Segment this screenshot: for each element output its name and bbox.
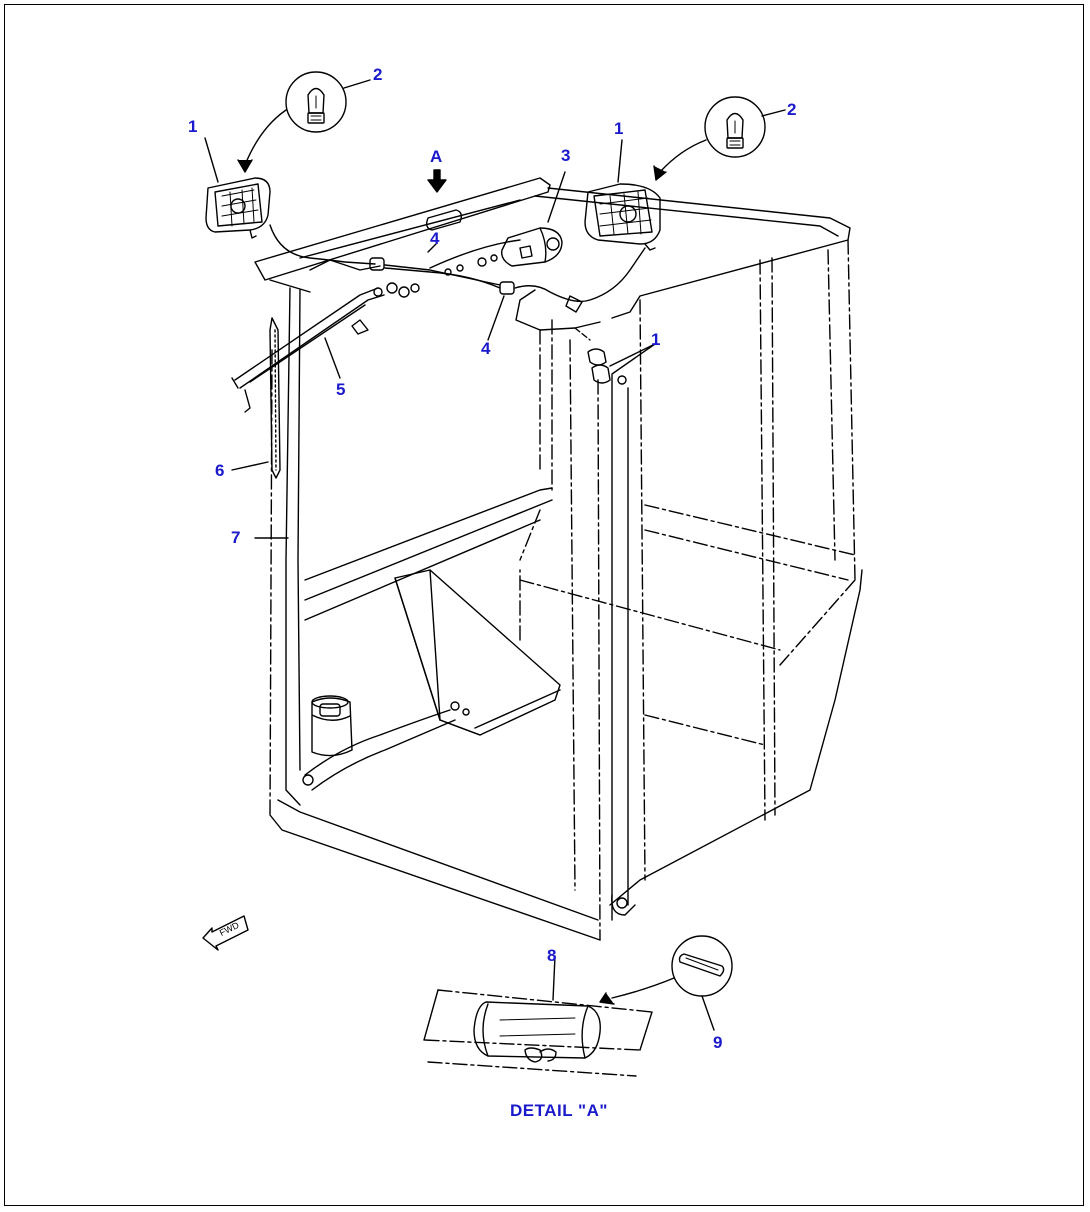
callout-7-washer-hose: 7 bbox=[231, 528, 241, 547]
cab-console bbox=[394, 569, 561, 736]
detail-a-caption: DETAIL "A" bbox=[510, 1101, 608, 1120]
upper-harness bbox=[269, 171, 646, 303]
callout-2-left-bulb: 2 bbox=[373, 65, 383, 84]
callout-6-wiper-blade: 6 bbox=[215, 461, 225, 480]
callout-1-pillar-lamp: 1 bbox=[651, 330, 661, 349]
detail-a-fuse-box bbox=[423, 955, 653, 1077]
callout-9-fuse: 9 bbox=[713, 1033, 723, 1052]
callout-1-right-lamp: 1 bbox=[614, 119, 624, 138]
callout-4-lower: 4 bbox=[481, 339, 491, 358]
view-arrow-a bbox=[427, 169, 447, 193]
pillar-lamps bbox=[565, 295, 656, 385]
callout-a-view: A bbox=[430, 147, 443, 166]
callout-5-wiper-arm: 5 bbox=[336, 380, 346, 399]
fuse-detail bbox=[599, 935, 733, 1031]
diagram-frame bbox=[4, 4, 1084, 1206]
bulb-detail-left bbox=[237, 71, 371, 173]
fwd-arrow bbox=[202, 915, 249, 951]
washer-tank bbox=[302, 695, 470, 791]
callout-1-left-lamp: 1 bbox=[188, 117, 198, 136]
cab-frame bbox=[269, 239, 863, 941]
wiper-blade bbox=[269, 317, 281, 479]
leader-lines bbox=[231, 295, 505, 539]
left-work-lamp bbox=[204, 137, 271, 239]
bulb-detail-right bbox=[653, 96, 786, 181]
callout-8-fuse-box: 8 bbox=[547, 946, 557, 965]
front-wiper-arm bbox=[231, 282, 420, 413]
callout-3-wiper-motor: 3 bbox=[561, 146, 571, 165]
callout-4-upper: 4 bbox=[430, 229, 440, 248]
callout-2-right-bulb: 2 bbox=[787, 100, 797, 119]
right-work-lamp bbox=[584, 139, 661, 251]
